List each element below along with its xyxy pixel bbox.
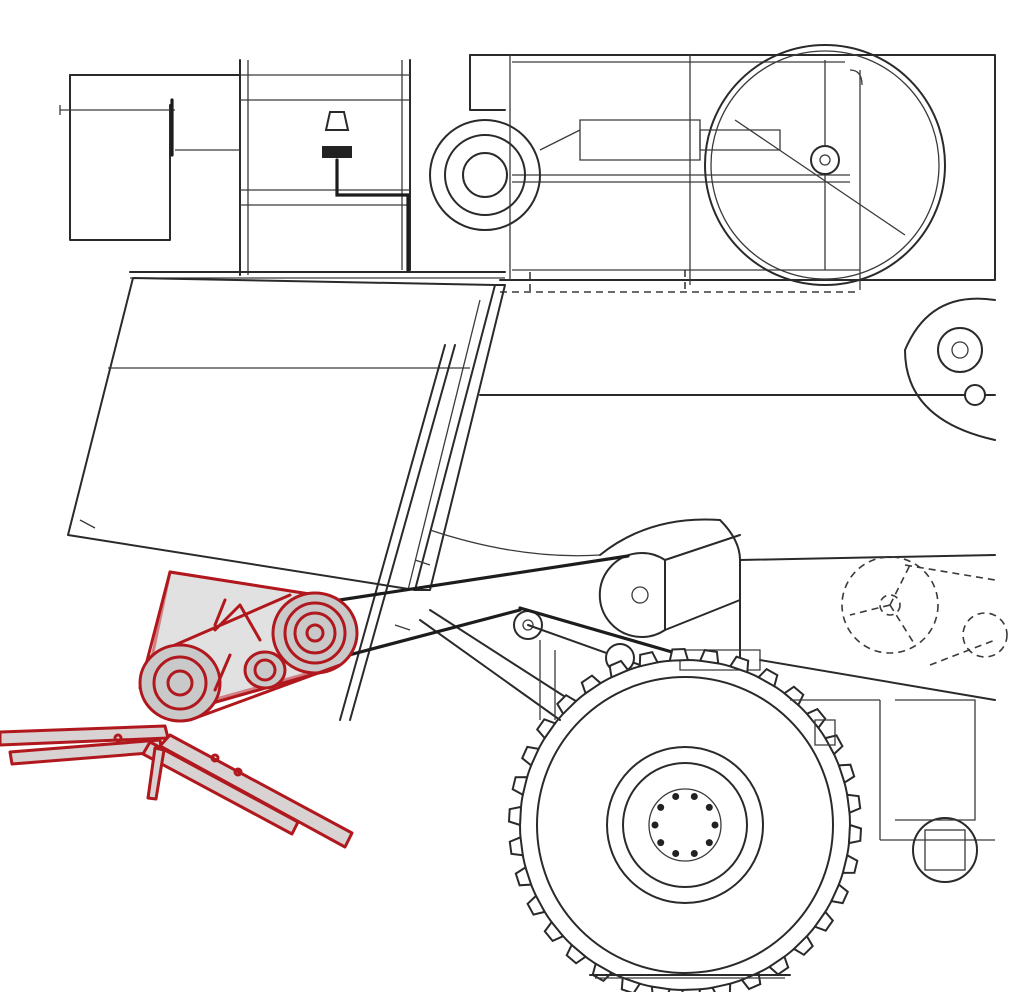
tire-tread-lug bbox=[837, 763, 856, 785]
wheel-lug-nut bbox=[705, 803, 713, 811]
tire-tread-lug bbox=[526, 894, 547, 916]
access-ladder bbox=[339, 344, 456, 721]
wheel-lug-nut bbox=[690, 793, 698, 800]
tire-tread-lug bbox=[620, 976, 642, 992]
tire-tread-lug bbox=[608, 659, 630, 679]
tire-tread-lug bbox=[507, 805, 523, 827]
tire-tread-lug bbox=[846, 793, 862, 815]
drive-belts bbox=[318, 554, 674, 662]
tire-tread-lug bbox=[650, 985, 672, 992]
tire-tread-lug bbox=[508, 835, 524, 857]
tire-tread-lug bbox=[520, 745, 541, 767]
rear-hood bbox=[59, 74, 241, 241]
tire-tread-lug bbox=[813, 910, 835, 932]
tire-tread-lug bbox=[511, 776, 529, 797]
tire-tread-lug bbox=[543, 920, 565, 943]
main-body bbox=[419, 394, 996, 841]
tire-tread-lug bbox=[580, 674, 603, 695]
detail-circle-upper bbox=[904, 297, 996, 441]
tire-tread-lug bbox=[668, 647, 690, 662]
tire-tread-lug bbox=[680, 988, 702, 992]
tire-tread-lug bbox=[565, 943, 588, 965]
tire-tread-lug bbox=[767, 955, 790, 976]
tire-tread-lug bbox=[638, 650, 659, 668]
grain-tank-hopper bbox=[67, 277, 506, 591]
cab-frame bbox=[129, 59, 506, 279]
tire-tread-lug bbox=[756, 667, 779, 688]
feeder-drive-assembly bbox=[138, 570, 359, 723]
cleaning-fan-drum bbox=[539, 44, 946, 286]
tire-tread-lug bbox=[535, 718, 557, 740]
tire-tread-lug bbox=[805, 707, 827, 730]
upper-body bbox=[469, 54, 996, 293]
tire-tread-lug bbox=[792, 934, 814, 957]
header-lift-arms bbox=[0, 724, 354, 849]
wheel-lug-nut bbox=[711, 821, 719, 829]
beater-pulley bbox=[598, 534, 741, 638]
wheel-lug-nut bbox=[672, 793, 680, 800]
wheel-lug-nut bbox=[651, 821, 659, 829]
front-wheel bbox=[507, 647, 863, 992]
tire-tread-lug bbox=[711, 982, 732, 992]
tire-tread-lug bbox=[841, 853, 859, 874]
tire-tread-lug bbox=[728, 655, 750, 674]
tire-tread-lug bbox=[556, 693, 578, 716]
wheel-lug-nut bbox=[705, 839, 713, 847]
tire-tread-lug bbox=[698, 648, 720, 665]
dashed-pulleys bbox=[841, 556, 1008, 666]
upper-pulley bbox=[429, 119, 541, 231]
tire-tread-lug bbox=[782, 685, 805, 707]
wheel-lug-nut bbox=[690, 850, 698, 857]
tire-tread-lug bbox=[829, 883, 850, 905]
tire-tread-lug bbox=[847, 823, 863, 845]
wheel-lug-nut bbox=[657, 839, 665, 847]
wheel-lug-nut bbox=[672, 850, 680, 857]
tire-tread-lug bbox=[514, 865, 533, 887]
wheel-lug-nut bbox=[657, 803, 665, 811]
rear-axle-detail bbox=[790, 699, 978, 883]
beacon-light bbox=[322, 111, 410, 272]
